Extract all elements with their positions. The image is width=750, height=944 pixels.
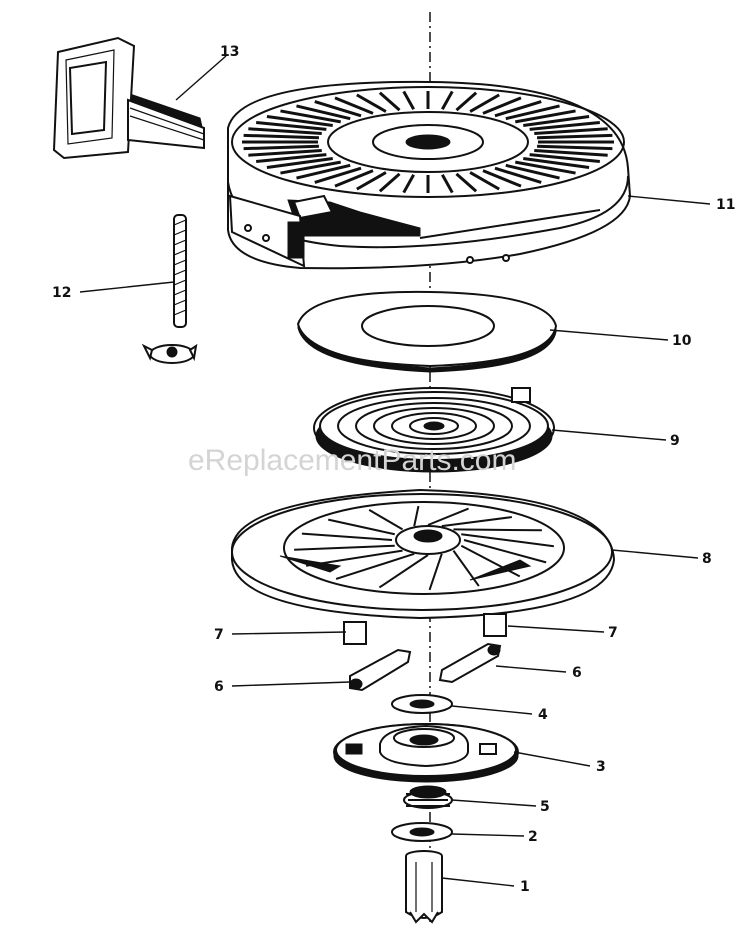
- part-10-spring-cover-plate[interactable]: [296, 290, 558, 373]
- part-1-center-pin[interactable]: [405, 850, 443, 924]
- callout-10: 10: [672, 333, 692, 349]
- callout-7-left: 7: [214, 627, 224, 643]
- callout-11: 11: [716, 197, 735, 213]
- part-9-recoil-spring[interactable]: [313, 387, 555, 473]
- callout-13: 13: [220, 44, 239, 60]
- part-7-pawl-spring-left[interactable]: [343, 621, 367, 645]
- callout-8: 8: [702, 551, 712, 567]
- callout-1: 1: [520, 879, 530, 895]
- callout-5: 5: [540, 799, 550, 815]
- part-2-washer[interactable]: [391, 822, 453, 842]
- callout-6-left: 6: [214, 679, 224, 695]
- part-12-starter-rope[interactable]: [141, 214, 198, 364]
- callout-7-right: 7: [608, 625, 618, 641]
- callout-6-right: 6: [572, 665, 582, 681]
- part-13-starter-handle[interactable]: [52, 36, 205, 160]
- leader-lines: [79, 55, 711, 887]
- part-6-pawl-left[interactable]: [349, 648, 412, 692]
- part-8-rewind-pulley[interactable]: [231, 488, 616, 620]
- callout-3: 3: [596, 759, 606, 775]
- callout-4: 4: [538, 707, 548, 723]
- part-7-pawl-spring-right[interactable]: [483, 613, 507, 637]
- part-4-washer[interactable]: [391, 694, 453, 714]
- watermark-text: eReplacementParts.com: [188, 444, 516, 477]
- callout-9: 9: [670, 433, 680, 449]
- part-5-brake-spring[interactable]: [403, 785, 453, 809]
- part-11-blower-housing[interactable]: [227, 80, 632, 270]
- callout-2: 2: [528, 829, 538, 845]
- part-6-pawl-right[interactable]: [438, 642, 502, 684]
- part-3-pawl-retainer[interactable]: [333, 723, 519, 783]
- callout-12: 12: [52, 285, 71, 301]
